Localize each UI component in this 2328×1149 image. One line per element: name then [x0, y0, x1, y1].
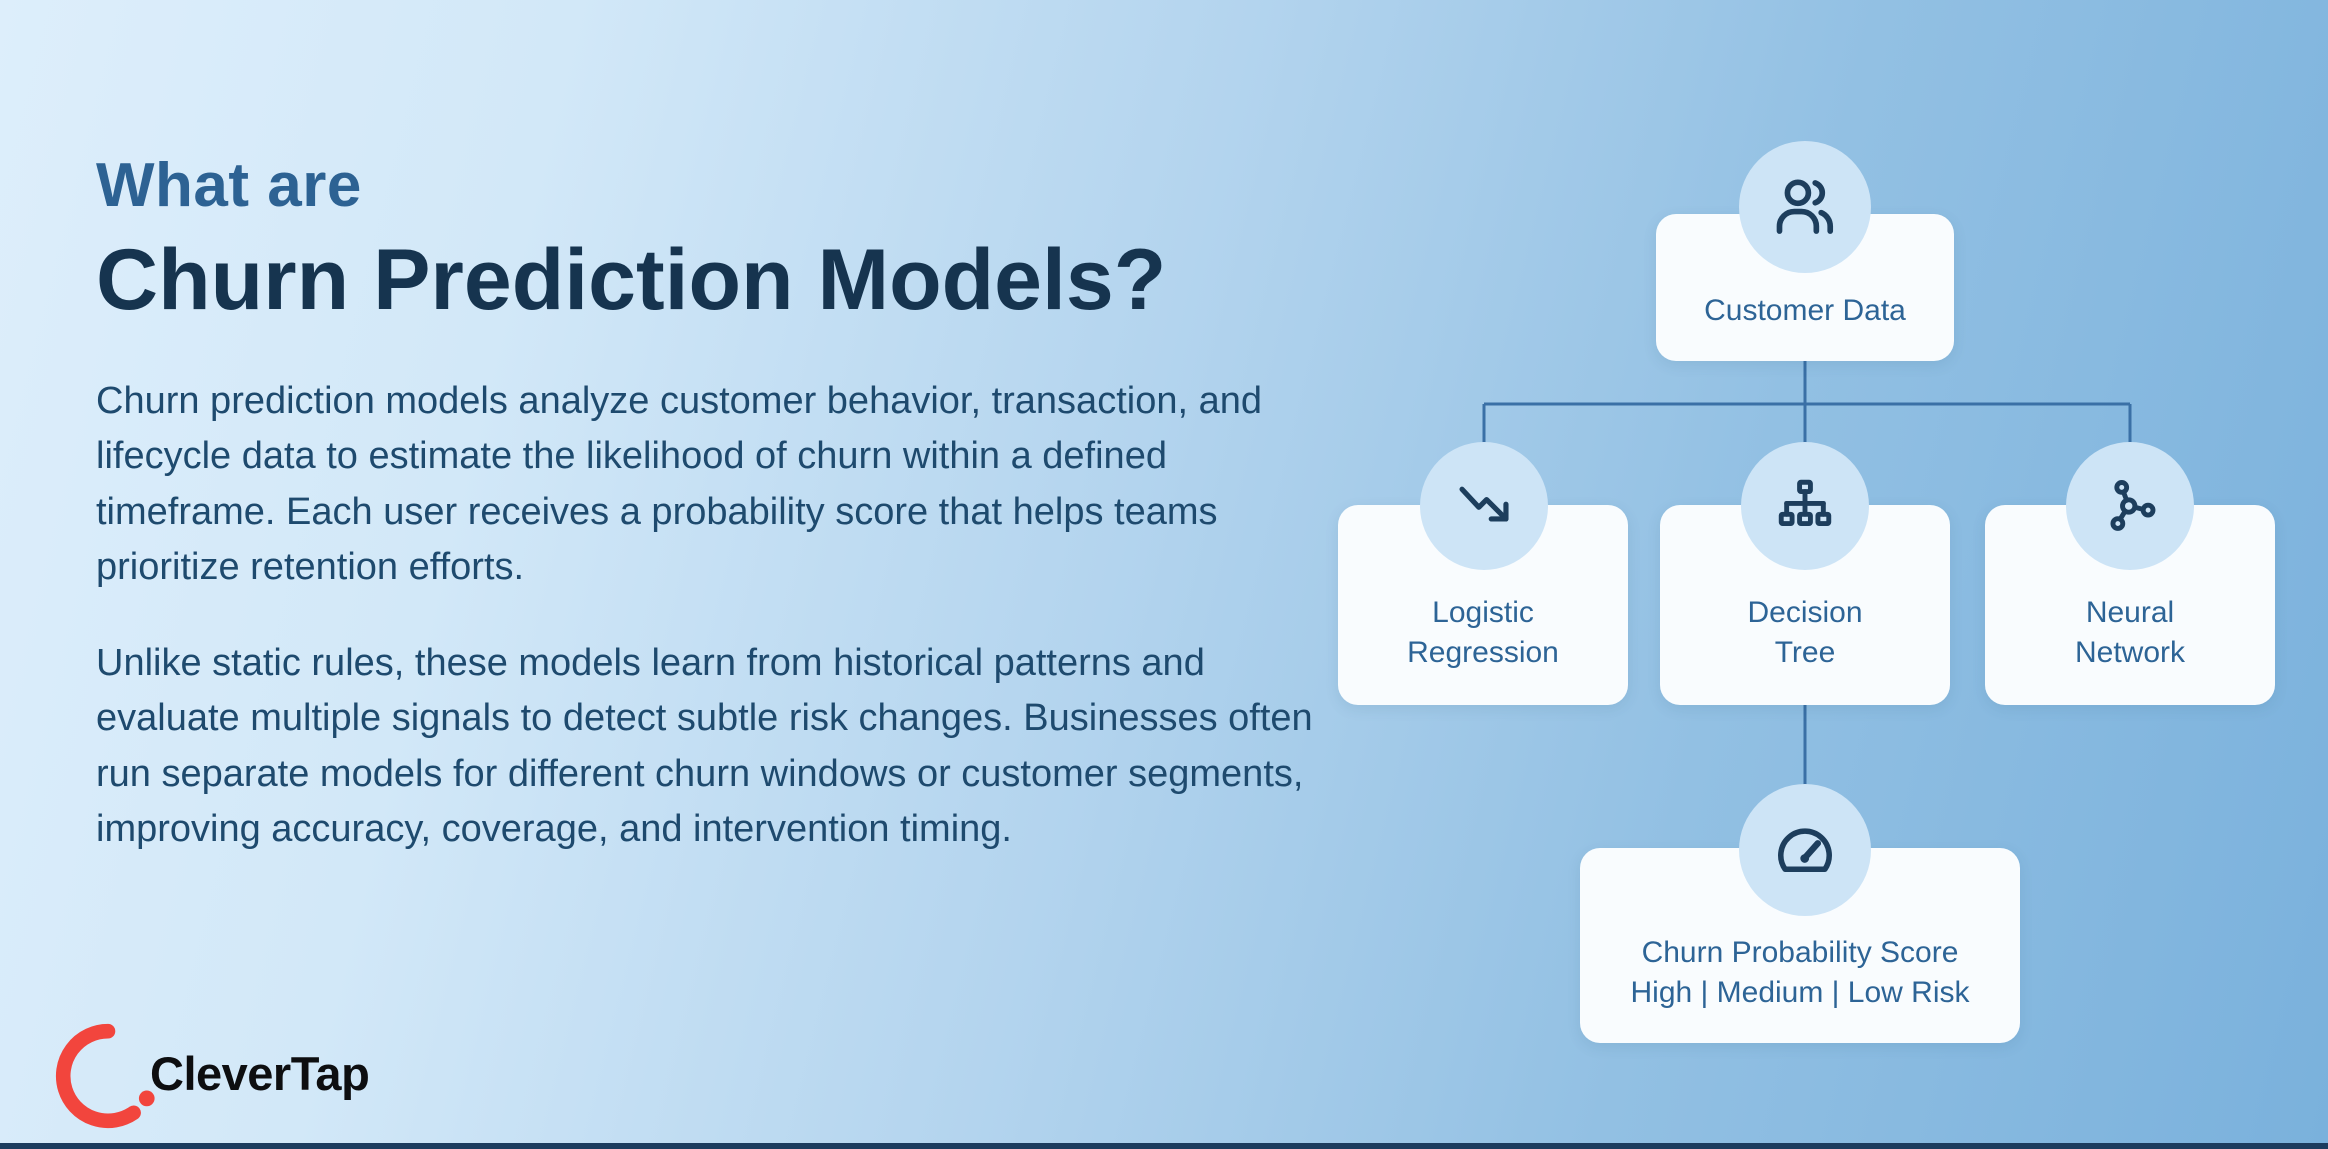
node-neural-label-line2: Network	[2074, 636, 2186, 669]
customer-data-icon-circle	[1739, 141, 1871, 273]
neural-icon-circle	[2066, 442, 2194, 570]
node-decision-label-line2: Tree	[1774, 636, 1836, 669]
logistic-icon-circle	[1420, 442, 1548, 570]
clevertap-logo: CleverTap	[52, 1018, 370, 1134]
node-logistic-label-line2: Regression	[1407, 636, 1559, 669]
page-title-line2: Churn Prediction Models?	[96, 232, 1167, 328]
network-icon	[2110, 480, 2156, 531]
node-score-label-line2: High | Medium | Low Risk	[1630, 976, 1970, 1009]
detail-paragraph: Unlike static rules, these models learn …	[96, 641, 1313, 851]
users-icon	[1776, 179, 1834, 234]
node-neural-label-line1: Neural	[2085, 596, 2175, 629]
node-logistic-label-line1: Logistic	[1432, 596, 1534, 629]
node-score-label-line1: Churn Probability Score	[1641, 936, 1959, 969]
sitemap-icon	[1778, 479, 1832, 527]
decision-icon-circle	[1741, 442, 1869, 570]
intro-paragraph: Churn prediction models analyze customer…	[96, 380, 1262, 589]
left-content: What are Churn Prediction Models? Churn …	[96, 150, 1356, 858]
bottom-accent-bar	[0, 1143, 2328, 1149]
gauge-icon	[1778, 828, 1832, 873]
page-title-line1: What are	[96, 151, 362, 220]
score-icon-circle	[1739, 784, 1871, 916]
trend-down-icon	[1459, 486, 1509, 522]
connector-lines	[1482, 361, 2132, 788]
clevertap-arc-icon	[55, 1023, 155, 1129]
node-decision-label-line1: Decision	[1747, 596, 1863, 629]
churn-model-diagram: Customer Data Logistic Regression Decisi…	[1300, 90, 2328, 1100]
clevertap-logo-text: CleverTap	[150, 1046, 370, 1100]
node-customer-data-label: Customer Data	[1704, 294, 1906, 327]
